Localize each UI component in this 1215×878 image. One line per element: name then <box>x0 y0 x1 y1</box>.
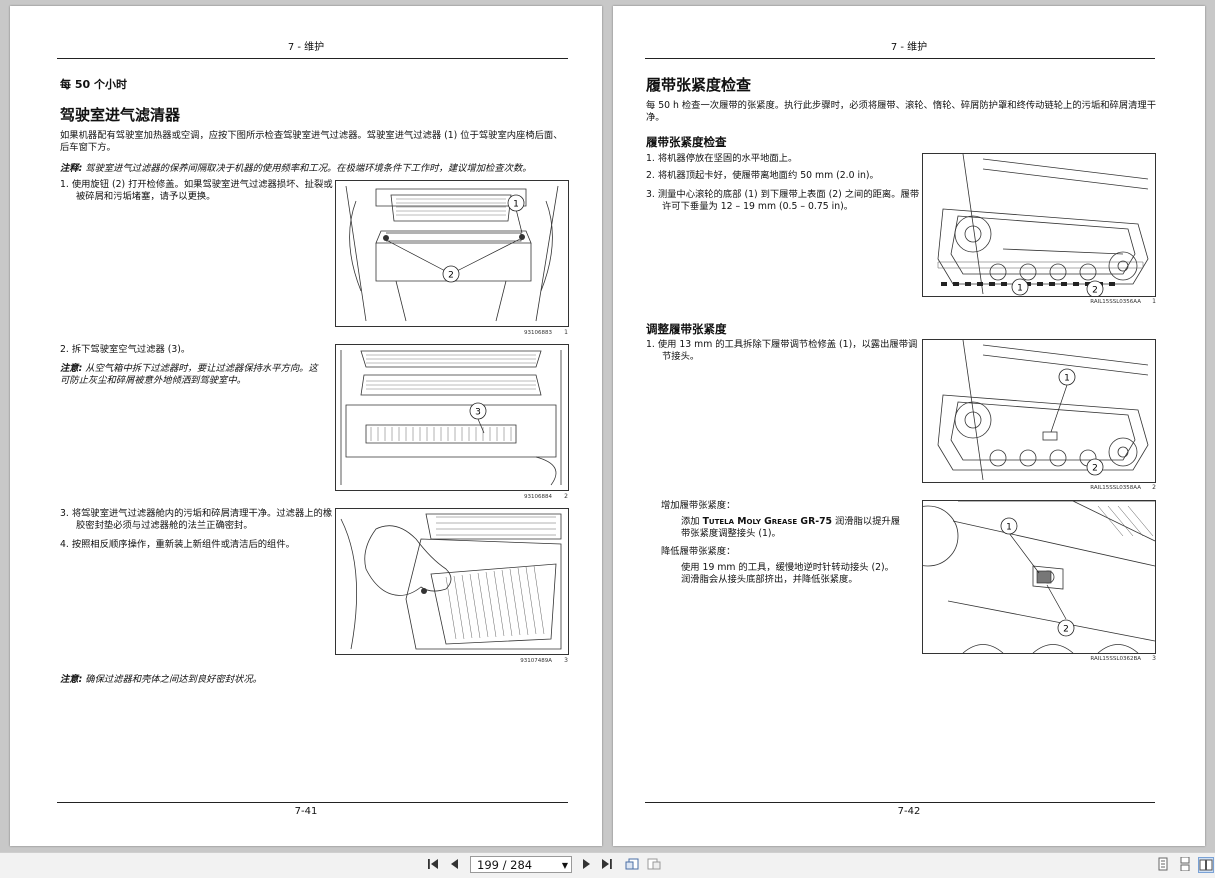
adjust-step-1: 1. 使用 13 mm 的工具拆除下履带调节检修盖 (1)，以露出履带调节接头。 <box>646 339 918 362</box>
two-page-view-icon[interactable] <box>1198 857 1214 873</box>
figure-3-caption: 93107489A <box>520 658 552 664</box>
figure-track-adjust-cover: 1 2 <box>922 339 1156 483</box>
callout-2: 2 <box>448 271 454 281</box>
interval-heading: 每 50 个小时 <box>60 78 127 91</box>
figure-1-illustration: 2 1 <box>345 185 559 322</box>
right-figure-3-caption: RAIL15SSL0362BA <box>1090 656 1141 662</box>
header-rule <box>57 58 568 59</box>
right-figure-3-number: 3 <box>1152 655 1156 662</box>
back-view-icon[interactable] <box>623 857 641 873</box>
note-text: 确保过滤器和壳体之间达到良好密封状况。 <box>85 674 262 685</box>
figure-2-illustration: 3 <box>340 350 562 486</box>
check-step-2: 2. 将机器顶起卡好，使履带离地面约 50 mm (2.0 in)。 <box>646 170 879 181</box>
left-page-number: 7-41 <box>294 806 318 817</box>
figure-track-sag: 1 2 <box>922 153 1156 297</box>
callout-2: 2 <box>1063 625 1069 635</box>
right-figure-2-number: 2 <box>1152 484 1156 491</box>
note-2: 注意: 从空气箱中拆下过滤器时，要让过滤器保持水平方向。这可防止灰尘和碎屑被意外… <box>60 363 322 387</box>
right-figure-1-caption: RAIL15SSL0356AA <box>1090 299 1141 305</box>
figure-2-caption: 93106884 <box>524 494 552 500</box>
step-4: 4. 按照相反顺序操作，重新装上新组件或清洁后的组件。 <box>60 539 295 550</box>
sub-heading-check: 履带张紧度检查 <box>646 135 727 149</box>
section-title: 履带张紧度检查 <box>646 76 752 94</box>
figure-cab-filter-clean <box>335 508 569 655</box>
figure-track-adjust-fitting: 1 2 <box>922 500 1156 654</box>
increase-tension-label: 增加履带张紧度： <box>661 500 736 511</box>
check-step-1: 1. 将机器停放在坚固的水平地面上。 <box>646 153 798 164</box>
single-page-view-icon[interactable] <box>1155 857 1171 873</box>
step-1: 1. 使用旋钮 (2) 打开检修盖。如果驾驶室进气过滤器损坏、扯裂或被碎屑和污垢… <box>60 179 333 202</box>
right-figure-2-illustration: 1 2 <box>937 340 1149 481</box>
right-page-header: 7 - 维护 <box>890 42 928 53</box>
callout-1: 1 <box>1064 374 1070 384</box>
note-text: 驾驶室进气过滤器的保养间隔取决于机器的使用频率和工况。在极端环境条件下工作时，建… <box>85 163 532 174</box>
step-2: 2. 拆下驾驶室空气过滤器 (3)。 <box>60 344 191 355</box>
forward-view-icon[interactable] <box>645 857 663 873</box>
increase-text-post: 润滑脂以提升履带张紧度调整接头 (1)。 <box>681 516 901 539</box>
page-number-input[interactable]: 199 / 284 ▼ <box>470 856 572 873</box>
note-1: 注释: 驾驶室进气过滤器的保养间隔取决于机器的使用频率和工况。在极端环境条件下工… <box>60 163 570 175</box>
header-rule <box>645 58 1155 59</box>
figure-cab-filter-remove: 3 <box>335 344 569 491</box>
note-label: 注意: <box>60 363 83 374</box>
right-figure-1-number: 1 <box>1152 298 1156 305</box>
figure-1-caption: 93106883 <box>524 330 552 336</box>
callout-2: 2 <box>1092 464 1098 474</box>
note-label: 注意: <box>60 674 83 685</box>
right-figure-2-caption: RAIL15SSL0358AA <box>1090 485 1141 491</box>
sub-heading-adjust: 调整履带张紧度 <box>646 322 727 336</box>
callout-1: 1 <box>1006 523 1012 533</box>
first-page-icon[interactable] <box>425 857 441 873</box>
note-label: 注释: <box>60 163 83 174</box>
figure-1-number: 1 <box>564 329 568 336</box>
note-3: 注意: 确保过滤器和壳体之间达到良好密封状况。 <box>60 674 570 686</box>
grease-brand: Tutela Moly Grease GR-75 <box>702 516 833 527</box>
section-title: 驾驶室进气滤清器 <box>60 106 181 124</box>
right-page: 7 - 维护 履带张紧度检查 每 50 h 检查一次履带的张紧度。执行此步骤时，… <box>613 6 1205 846</box>
intro-text: 如果机器配有驾驶室加热器或空调，应按下图所示检查驾驶室进气过滤器。驾驶室进气过滤… <box>60 130 563 153</box>
right-page-number: 7-42 <box>897 806 921 817</box>
increase-text-pre: 添加 <box>681 516 700 527</box>
continuous-view-icon[interactable] <box>1177 856 1193 873</box>
intro-text: 每 50 h 检查一次履带的张紧度。执行此步骤时，必须将履带、滚轮、惰轮、碎屑防… <box>646 100 1157 123</box>
chevron-down-icon[interactable]: ▼ <box>561 861 568 870</box>
figure-3-illustration <box>340 513 562 650</box>
note-text: 从空气箱中拆下过滤器时，要让过滤器保持水平方向。这可防止灰尘和碎屑被意外地倾洒到… <box>60 363 318 386</box>
prev-page-icon[interactable] <box>447 857 463 873</box>
check-step-3: 3. 测量中心滚轮的底部 (1) 到下履带上表面 (2) 之间的距离。履带许可下… <box>646 189 920 212</box>
figure-2-number: 2 <box>564 493 568 500</box>
footer-rule <box>645 802 1155 803</box>
viewer-toolbar: 199 / 284 ▼ <box>0 852 1215 878</box>
decrease-tension-label: 降低履带张紧度： <box>661 546 736 557</box>
last-page-icon[interactable] <box>599 857 615 873</box>
step-3: 3. 将驾驶室进气过滤器舱内的污垢和碎屑清理干净。过滤器上的橡胶密封垫必须与过滤… <box>60 508 333 531</box>
page-indicator: 199 / 284 <box>477 858 533 872</box>
figure-3-number: 3 <box>564 657 568 664</box>
callout-3: 3 <box>475 408 481 418</box>
callout-2: 2 <box>1092 286 1098 296</box>
right-figure-3-illustration: 1 2 <box>923 501 1155 653</box>
increase-tension-text: 添加 Tutela Moly Grease GR-75 润滑脂以提升履带张紧度调… <box>681 516 903 540</box>
left-page: 7 - 维护 每 50 个小时 驾驶室进气滤清器 如果机器配有驾驶室加热器或空调… <box>10 6 602 846</box>
callout-1: 1 <box>513 200 519 210</box>
callout-1: 1 <box>1017 284 1023 294</box>
decrease-tension-text: 使用 19 mm 的工具，缓慢地逆时针转动接头 (2)。润滑脂会从接头底部挤出，… <box>681 562 894 585</box>
footer-rule <box>57 802 568 803</box>
left-page-header: 7 - 维护 <box>287 42 325 53</box>
next-page-icon[interactable] <box>578 857 594 873</box>
right-figure-1-illustration: 1 2 <box>937 154 1149 296</box>
figure-cab-filter-cover: 2 1 <box>335 180 569 327</box>
